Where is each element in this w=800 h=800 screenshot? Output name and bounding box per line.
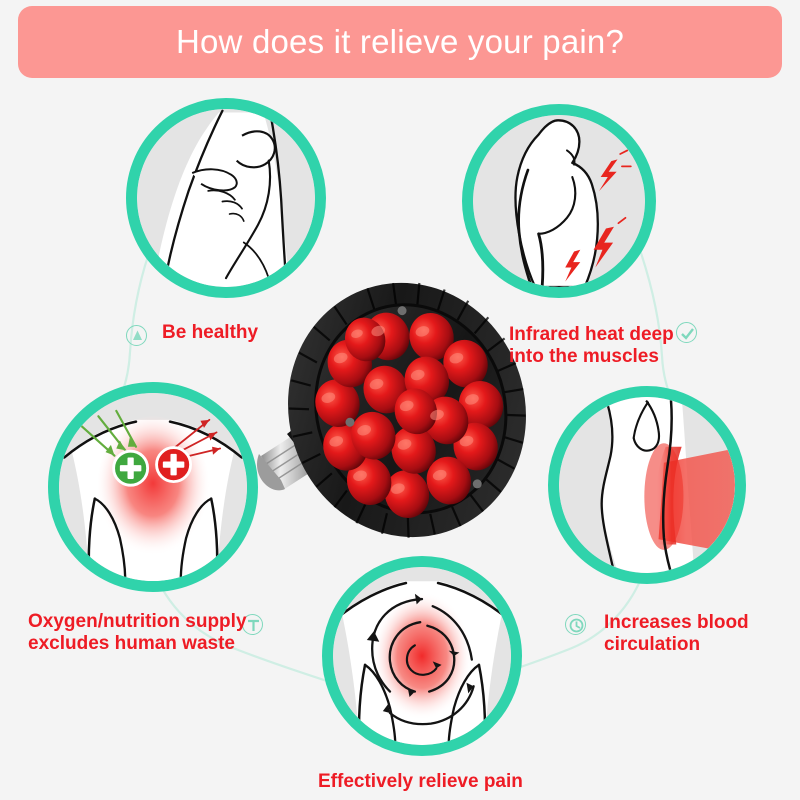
led-array xyxy=(315,312,504,518)
feature-label-be-healthy: Be healthy xyxy=(162,322,259,343)
feature-label-infrared-heat: Infrared heat deep into the muscles xyxy=(509,324,674,367)
node-glyph-icon xyxy=(569,618,584,633)
back-circulation-arrows-illustration xyxy=(333,567,511,745)
raised-arm-healthy-body-illustration xyxy=(137,109,315,287)
page-title: How does it relieve your pain? xyxy=(175,23,625,60)
torso-red-light-beam-illustration xyxy=(559,397,735,573)
back-pain-lightning-illustration xyxy=(473,115,645,287)
feature-label-oxygen-nutrition: Oxygen/nutrition supply excludes human w… xyxy=(28,611,247,654)
feature-circle-be-healthy[interactable] xyxy=(126,98,326,298)
feature-circle-blood-circulation[interactable] xyxy=(548,386,746,584)
product-image-led-bulb xyxy=(257,282,526,538)
connector-node-icon-be-healthy xyxy=(126,325,147,346)
node-glyph-icon xyxy=(133,330,142,340)
feature-label-blood-circulation: Increases blood circulation xyxy=(604,612,749,655)
header-banner: How does it relieve your pain? xyxy=(18,6,782,78)
bulb-body xyxy=(288,282,526,538)
back-nutrition-waste-exchange-illustration xyxy=(59,393,247,581)
feature-circle-infrared-heat[interactable] xyxy=(462,104,656,298)
feature-circle-relieve-pain[interactable] xyxy=(322,556,522,756)
connector-node-icon-infrared xyxy=(676,322,697,343)
feature-circle-oxygen-nutrition[interactable] xyxy=(48,382,258,592)
connector-node-icon-oxygen xyxy=(242,614,263,635)
node-glyph-icon xyxy=(681,328,694,340)
feature-label-relieve-pain: Effectively relieve pain xyxy=(318,771,523,792)
node-glyph-icon xyxy=(248,619,259,631)
connector-node-icon-circulation xyxy=(565,614,586,635)
